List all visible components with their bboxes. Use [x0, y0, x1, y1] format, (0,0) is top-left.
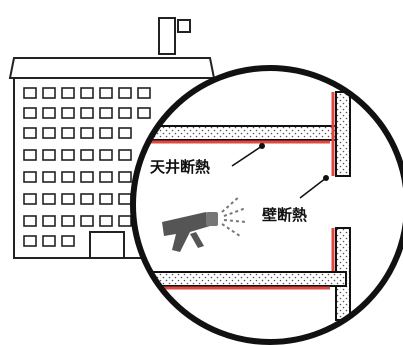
- spray-gun-icon: [162, 212, 218, 252]
- spray-mist: [221, 195, 247, 237]
- upper-wall: [331, 91, 351, 177]
- wall-insulation-label: 壁断熱: [262, 206, 307, 224]
- magnified-view: [130, 65, 403, 345]
- ceiling-leader: [231, 143, 265, 167]
- wall-leader: [299, 175, 329, 199]
- ceiling-insulation-label: 天井断熱: [150, 158, 210, 176]
- ceiling-slab: [133, 125, 347, 144]
